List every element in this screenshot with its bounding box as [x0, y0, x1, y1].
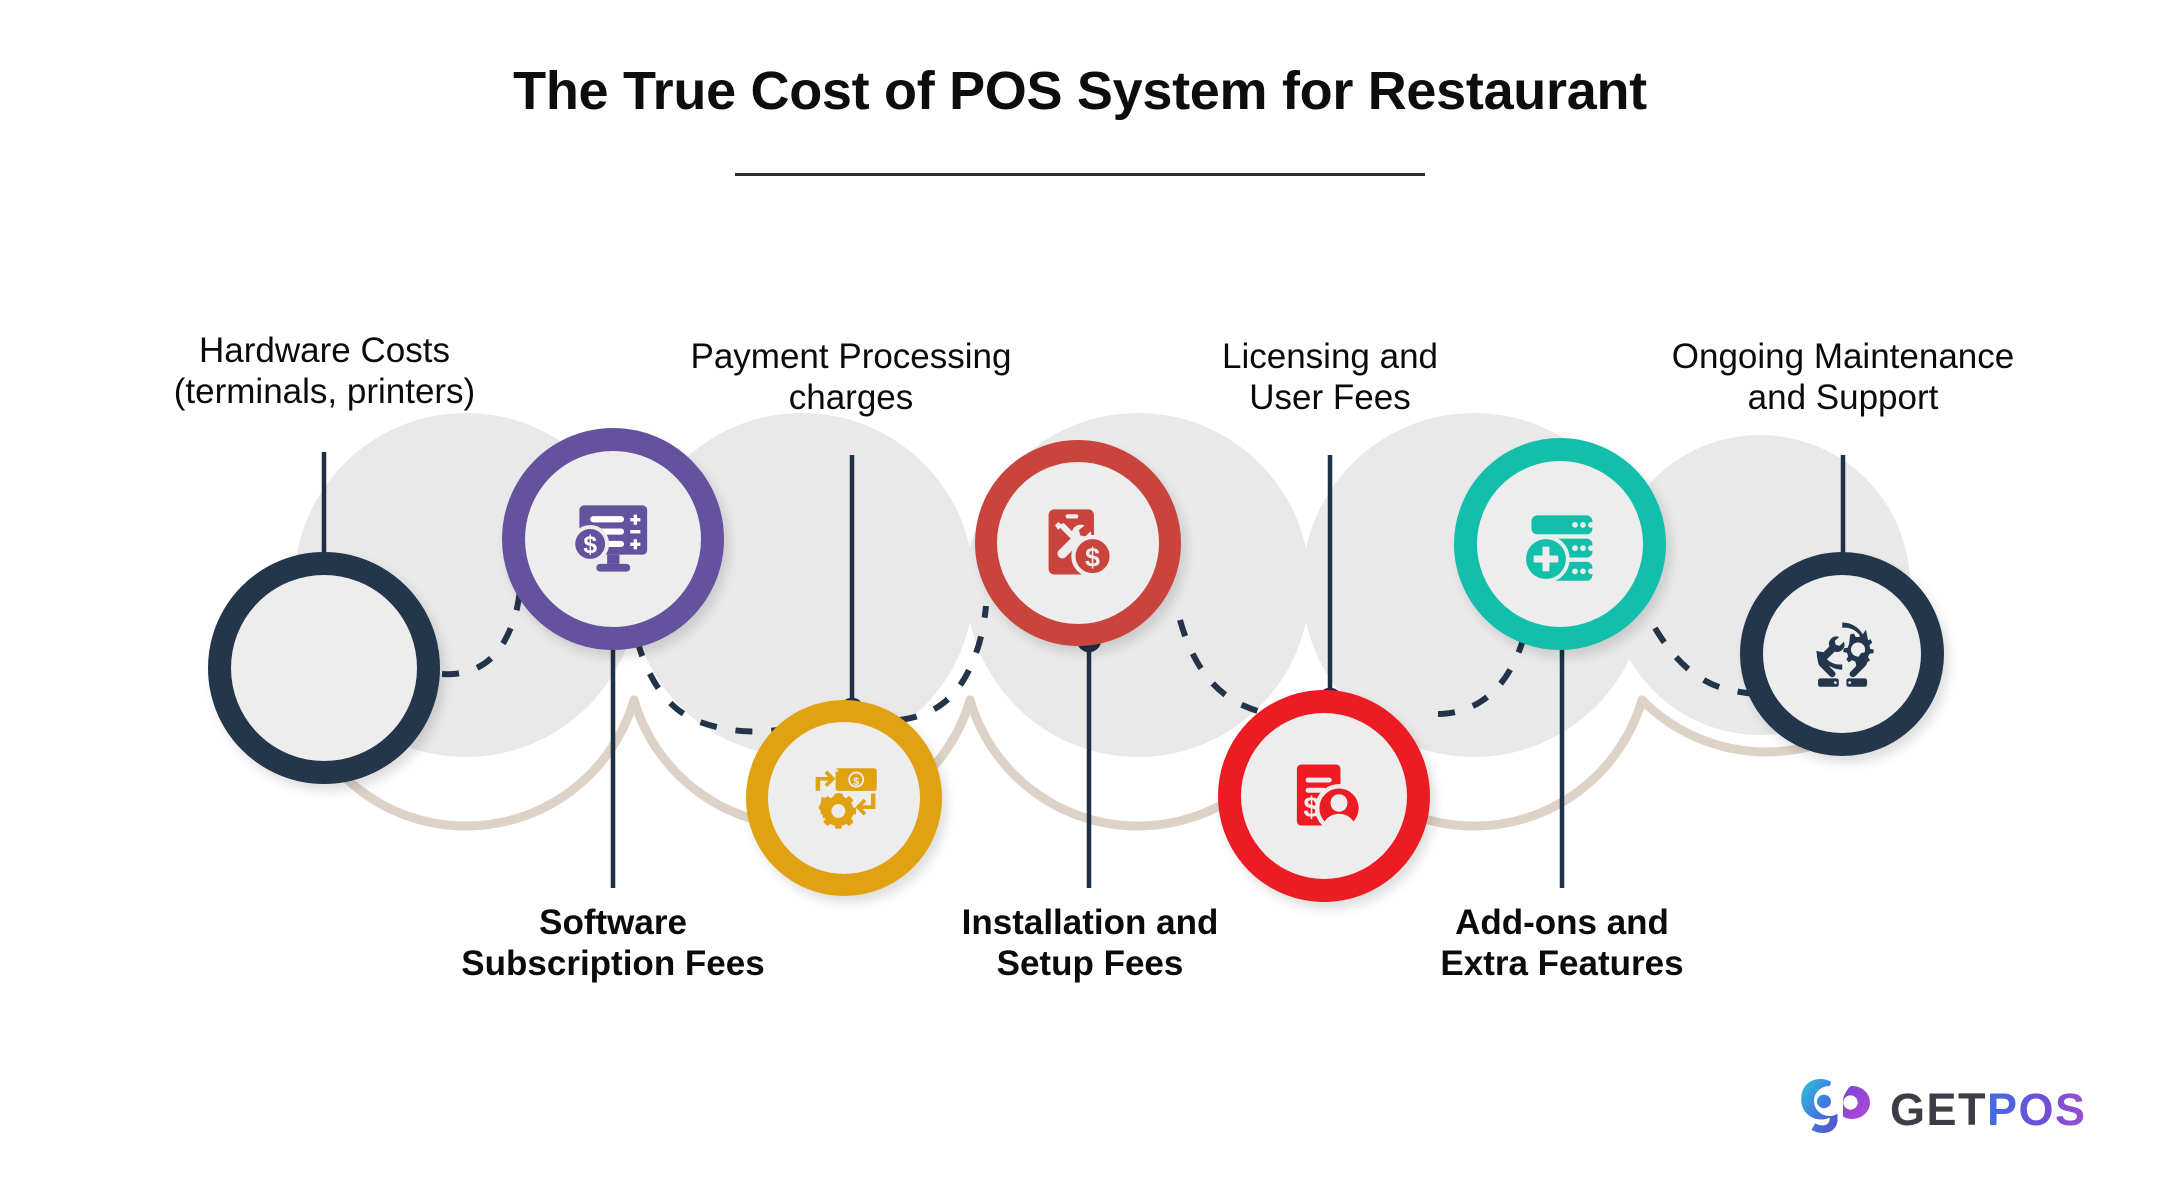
empty-icon [272, 616, 376, 720]
node-add-ons-and-extra-features[interactable] [1454, 438, 1666, 650]
logo-text-get: GET [1890, 1083, 1988, 1135]
node-payment-processing-charges[interactable]: $ [502, 428, 724, 650]
node-licensing-and-user-fees[interactable]: $ [1218, 690, 1430, 902]
label-payment-processing-charges: Payment Processing charges [690, 337, 1012, 418]
svg-text:$: $ [583, 532, 597, 559]
node-hardware-costs[interactable] [208, 552, 440, 784]
node-software-subscription-fees[interactable]: $ [746, 700, 942, 896]
svg-text:$: $ [1085, 542, 1100, 572]
label-hardware-costs: Hardware Costs (terminals, printers) [173, 331, 476, 412]
label-software-subscription-fees: Software Subscription Fees [461, 903, 765, 984]
label-add-ons-and-extra-features: Add-ons and Extra Features [1440, 903, 1684, 984]
gp-monogram-icon [1801, 1079, 1870, 1133]
connector-5 [1437, 601, 1533, 717]
monitor-dollar-icon: $ [564, 490, 663, 589]
node-ongoing-maintenance-and-support[interactable] [1740, 552, 1944, 756]
title-block: The True Cost of POS System for Restaura… [0, 61, 2160, 177]
page-title: The True Cost of POS System for Restaura… [513, 61, 1647, 121]
label-licensing-and-user-fees: Licensing and User Fees [1222, 337, 1438, 418]
label-ongoing-maintenance-and-support: Ongoing Maintenance and Support [1671, 337, 2015, 418]
gear-banknote-recurring-icon: $ [801, 755, 886, 840]
node-installation-and-setup-fees[interactable]: $ [975, 440, 1181, 646]
title-divider [735, 173, 1425, 177]
connector-2 [634, 639, 779, 735]
tablet-tools-dollar-icon: $ [1033, 498, 1124, 589]
connector-3 [899, 605, 989, 723]
svg-text:$: $ [854, 776, 860, 788]
invoice-user-dollar-icon: $ [1278, 750, 1371, 843]
svg-text:$: $ [1303, 791, 1319, 823]
logo-text-pos: POS [1987, 1083, 2087, 1135]
hands-gear-support-icon [1798, 610, 1886, 698]
label-installation-and-setup-fees: Installation and Setup Fees [961, 903, 1219, 984]
connector-1 [441, 571, 524, 678]
server-plus-icon [1514, 498, 1607, 591]
